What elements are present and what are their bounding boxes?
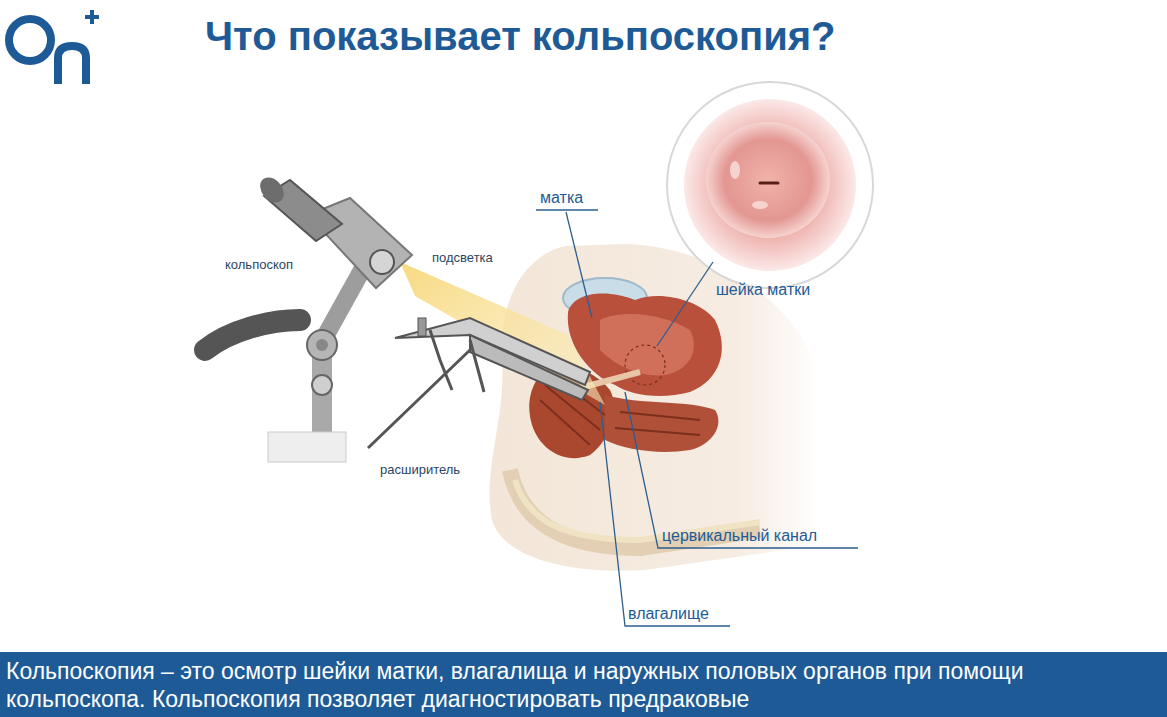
part-label: влагалище xyxy=(628,605,709,623)
leader-lines xyxy=(536,210,858,626)
logo xyxy=(9,10,99,84)
part-label: подсветка xyxy=(432,250,493,265)
caption-band xyxy=(0,652,1167,717)
speculum xyxy=(368,318,590,448)
colposcope xyxy=(205,173,412,462)
part-label: кольпоскоп xyxy=(225,257,293,272)
part-label: шейка матки xyxy=(716,281,810,299)
cervix-inset xyxy=(667,82,873,288)
caption: Кольпоскопия – это осмотр шейки матки, в… xyxy=(6,657,1161,713)
part-label: матка xyxy=(540,189,583,207)
part-label: расширитель xyxy=(380,462,460,477)
part-label: цервикальный канал xyxy=(662,527,817,545)
title: Что показывает кольпоскопия? xyxy=(205,14,836,59)
pelvis-section xyxy=(490,244,820,571)
